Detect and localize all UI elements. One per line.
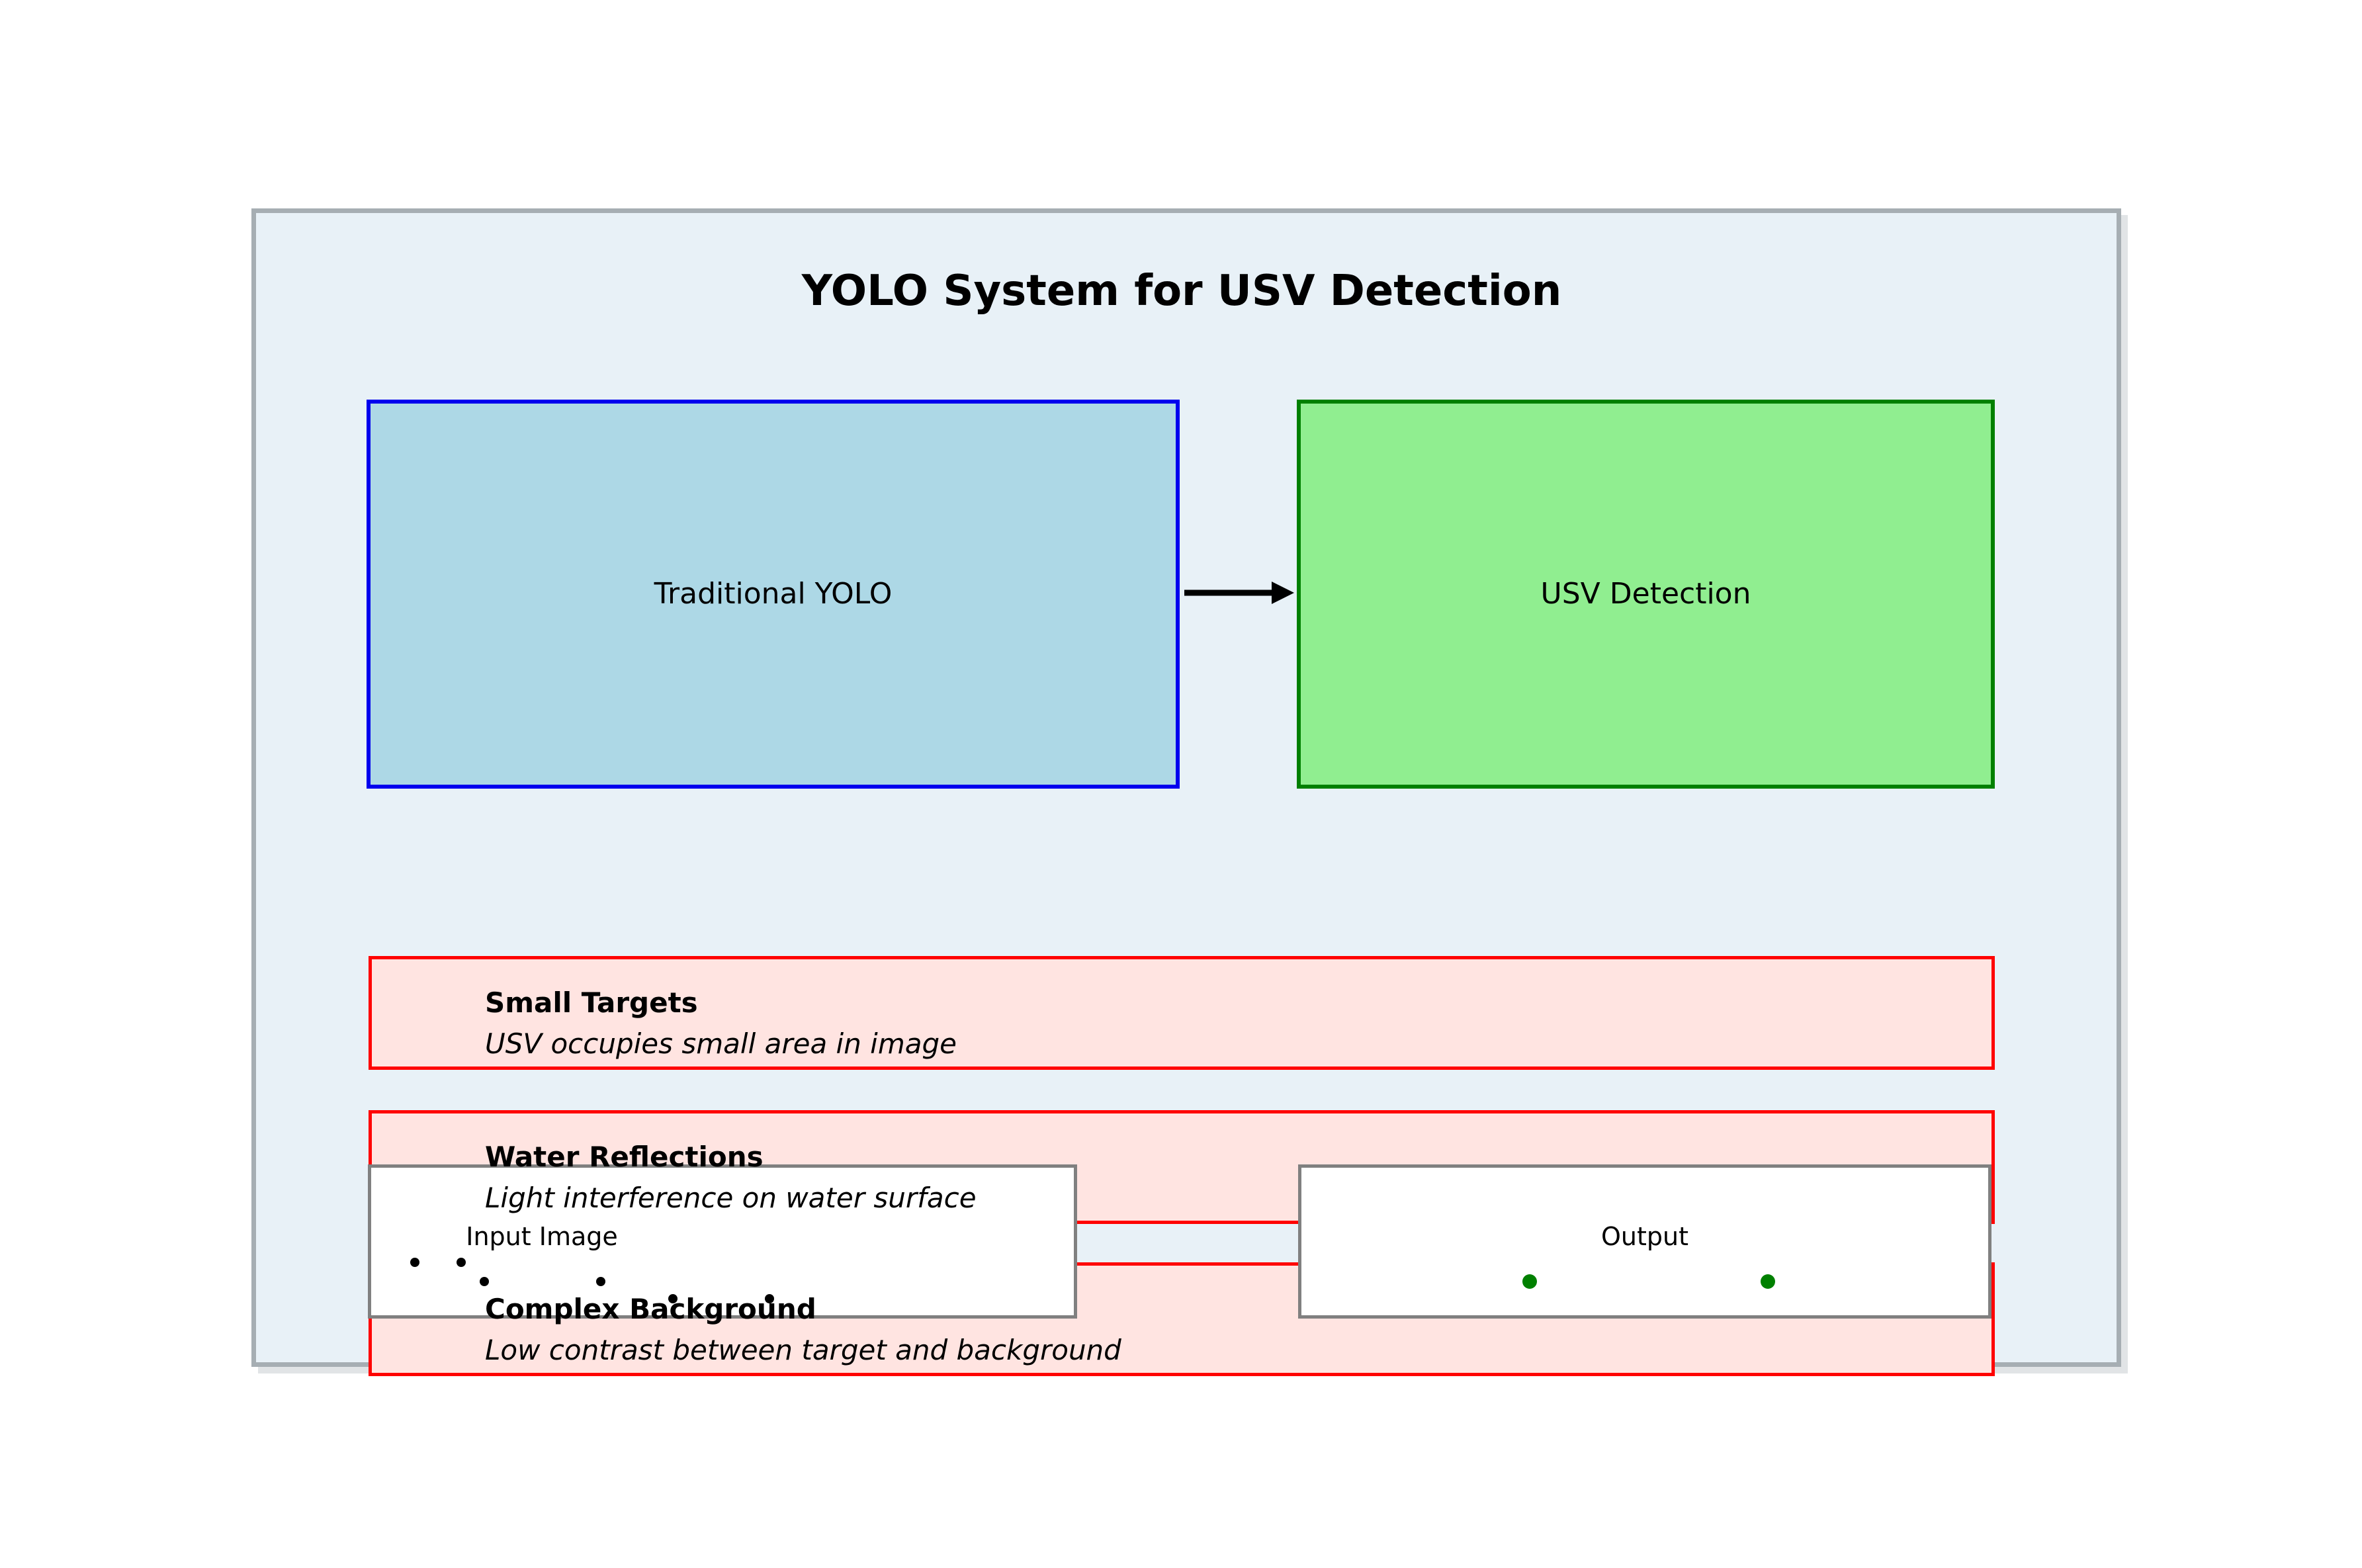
- challenge-title: Small Targets: [485, 986, 698, 1019]
- output-label: Output: [1601, 1222, 1688, 1251]
- input-scatter-dot: [410, 1258, 419, 1267]
- challenge-title: Complex Background: [485, 1293, 816, 1325]
- output-scatter-dot: [1761, 1274, 1775, 1289]
- traditional-yolo-box: Traditional YOLO: [367, 400, 1180, 789]
- challenge-title: Water Reflections: [485, 1141, 764, 1173]
- diagram-title: YOLO System for USV Detection: [801, 267, 1562, 316]
- input-image-label: Input Image: [466, 1222, 618, 1251]
- input-scatter-dot: [668, 1294, 678, 1303]
- right-arrow-icon: [1184, 582, 1294, 604]
- usv-detection-box: USV Detection: [1297, 400, 1995, 789]
- input-scatter-dot: [480, 1277, 489, 1286]
- input-scatter-dot: [596, 1277, 605, 1286]
- input-image-panel: [368, 1164, 1077, 1319]
- challenge-subtitle: Low contrast between target and backgrou…: [485, 1334, 1121, 1366]
- challenge-subtitle: USV occupies small area in image: [485, 1027, 957, 1060]
- input-scatter-dot: [457, 1258, 466, 1267]
- usv-detection-label: USV Detection: [1540, 577, 1751, 611]
- challenge-box-small-targets: [369, 956, 1995, 1070]
- output-scatter-dot: [1522, 1274, 1537, 1289]
- traditional-yolo-label: Traditional YOLO: [654, 577, 893, 611]
- output-panel: [1298, 1164, 1991, 1319]
- input-scatter-dot: [765, 1294, 774, 1303]
- challenge-subtitle: Light interference on water surface: [485, 1182, 977, 1214]
